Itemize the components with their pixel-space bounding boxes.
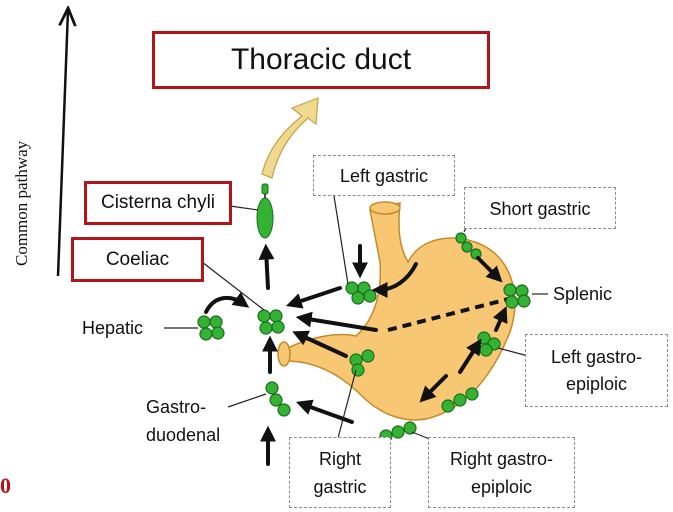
gastroduodenal-label-line1: Gastro- <box>146 398 206 416</box>
right-gastric-label-line1: Right <box>290 450 390 468</box>
page-number: 0 <box>0 473 11 499</box>
gastroduodenal-nodes <box>266 382 290 416</box>
leader-gastroduodenal <box>228 394 266 407</box>
oesophagus-end <box>370 202 400 214</box>
short-gastric-label: Short gastric <box>465 200 615 218</box>
gastroduodenal-label-line2: duodenal <box>146 426 220 444</box>
coeliac-box: Coeliac <box>71 237 204 282</box>
cisterna-chyli-label: Cisterna chyli <box>101 192 215 214</box>
left-gastroepiploic-box: Left gastro- epiploic <box>525 334 668 407</box>
left-gastroepiploic-label-line2: epiploic <box>526 375 667 393</box>
right-gastroepiploic-label-line1: Right gastro- <box>429 450 574 468</box>
common-pathway-arrow <box>58 10 68 276</box>
arrow-leftgastric-to-coeliac <box>292 288 340 304</box>
right-gastroepiploic-box: Right gastro- epiploic <box>428 437 575 508</box>
coeliac-nodes <box>258 310 284 334</box>
left-gastric-label: Left gastric <box>314 167 454 185</box>
cisterna-chyli-top <box>262 184 268 194</box>
coeliac-label: Coeliac <box>106 249 169 271</box>
left-gastric-nodes <box>346 282 376 304</box>
arrow-coeliac-to-cisterna <box>266 250 268 288</box>
hepatic-label: Hepatic <box>82 319 143 337</box>
left-gastroepiploic-label-line1: Left gastro- <box>526 348 667 366</box>
thoracic-duct-label: Thoracic duct <box>231 43 411 77</box>
thoracic-duct-box: Thoracic duct <box>152 31 490 89</box>
left-gastric-box: Left gastric <box>313 155 455 196</box>
stomach-shape <box>280 203 515 420</box>
right-gastric-box: Right gastric <box>289 437 391 508</box>
common-pathway-label: Common pathway <box>12 141 32 266</box>
hepatic-nodes <box>198 316 224 340</box>
splenic-nodes <box>504 284 530 308</box>
pylorus-end <box>278 342 290 366</box>
leader-lgep <box>498 348 528 356</box>
arrow-hepatic-to-coeliac <box>206 298 244 312</box>
right-gastroepiploic-label-line2: epiploic <box>429 478 574 496</box>
leader-leftgastric <box>334 196 348 284</box>
upflow-arrow <box>262 98 318 178</box>
leader-cisterna <box>230 206 258 210</box>
short-gastric-box: Short gastric <box>464 187 616 229</box>
right-gastric-label-line2: gastric <box>290 478 390 496</box>
splenic-label: Splenic <box>553 285 612 303</box>
arrow-stomach-to-coeliac <box>302 318 376 330</box>
cisterna-chyli-box: Cisterna chyli <box>84 181 232 225</box>
cisterna-chyli-sac <box>257 198 273 238</box>
